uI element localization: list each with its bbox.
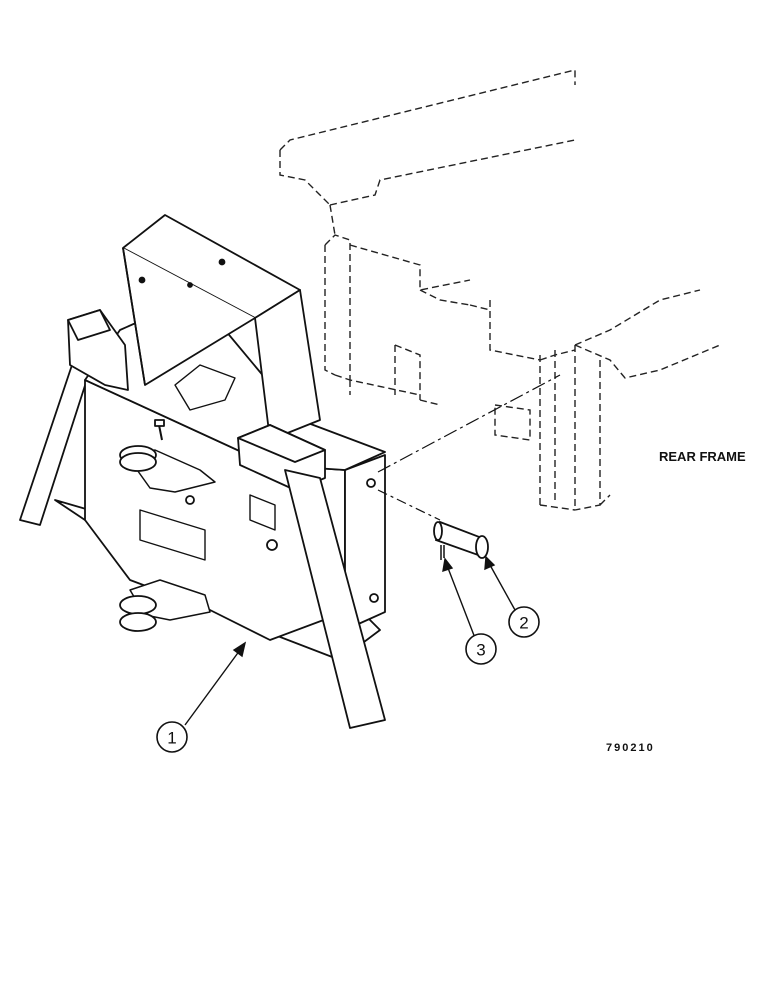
callout-2: 2 (508, 606, 540, 638)
leader-lines (184, 555, 516, 726)
cotter-pin (440, 545, 445, 560)
alignment-centerline (377, 374, 561, 473)
callout-3-number: 3 (476, 641, 485, 660)
callout-3: 3 (465, 633, 497, 665)
rear-frame-outline (279, 69, 721, 511)
callout-1-number: 1 (167, 729, 176, 748)
callout-1: 1 (156, 721, 188, 753)
rear-frame-label: REAR FRAME (659, 449, 746, 464)
alignment-centerline-2 (377, 489, 441, 521)
mount-bracket-assembly (19, 214, 386, 729)
figure-number: 790210 (606, 742, 655, 754)
clevis-pin (433, 520, 489, 559)
callout-2-number: 2 (519, 614, 528, 633)
front-leg (284, 469, 386, 729)
